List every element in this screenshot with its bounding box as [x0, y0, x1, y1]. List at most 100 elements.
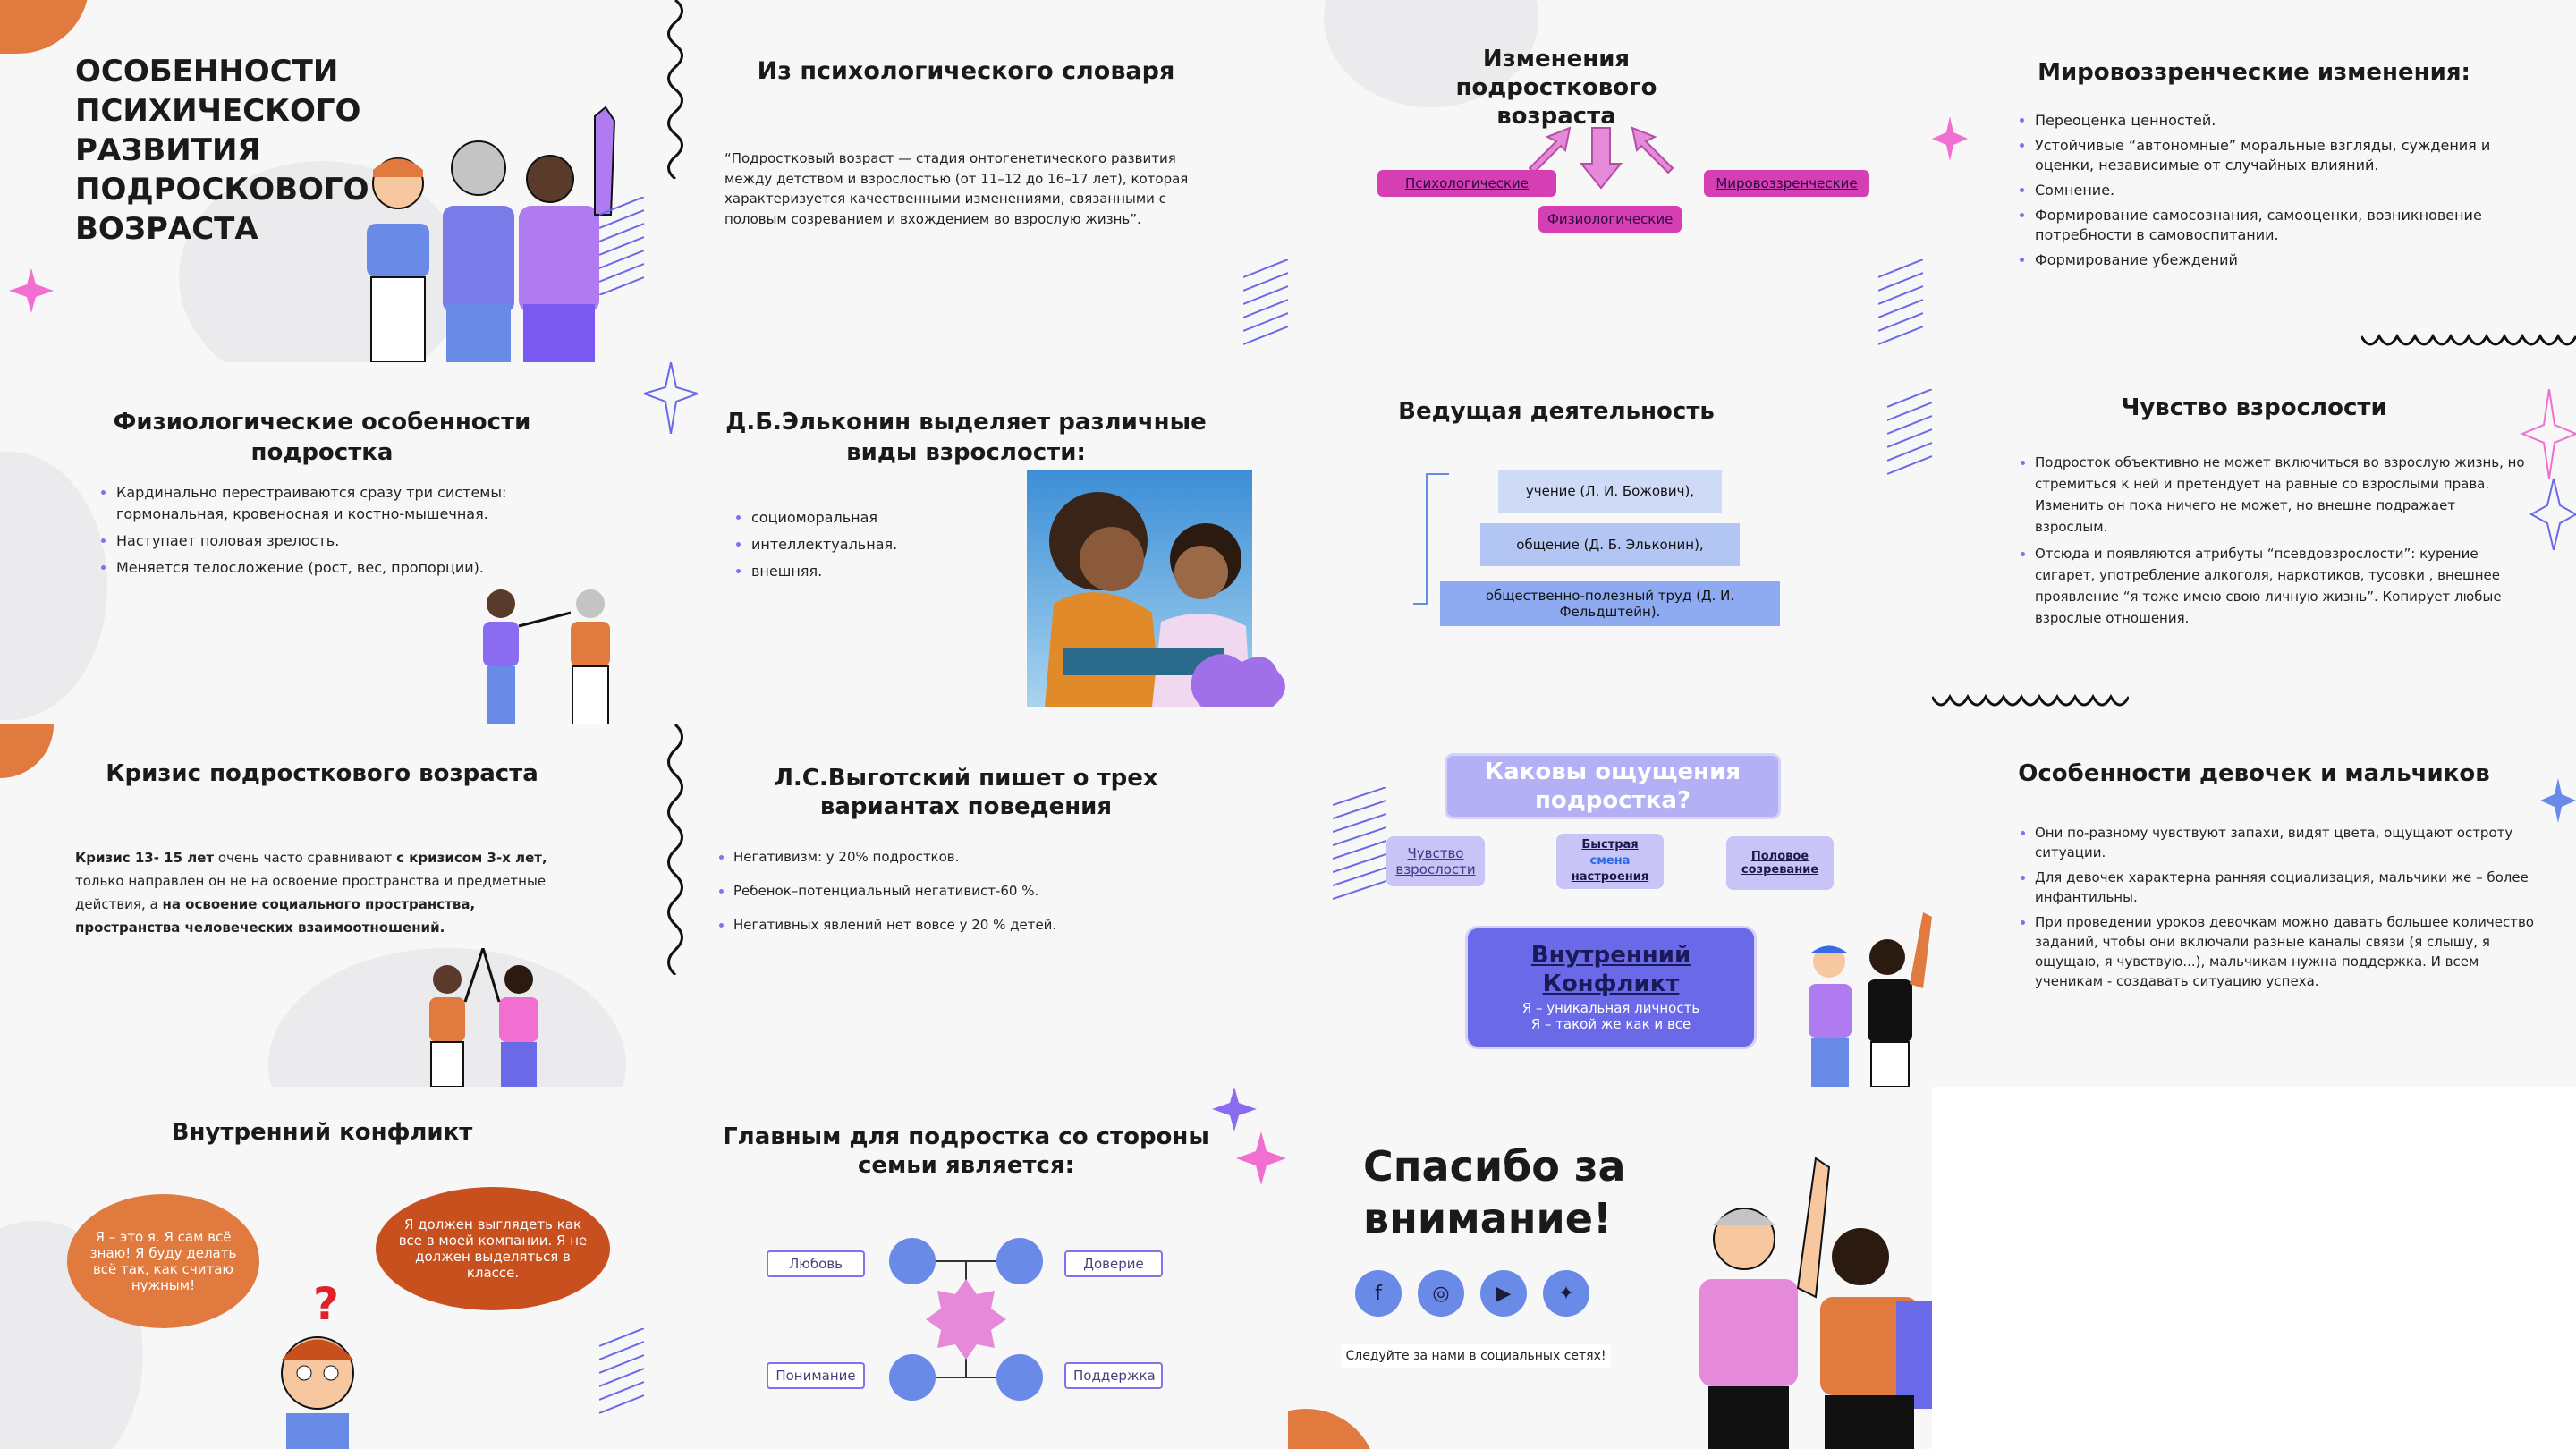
- list-item: интеллектуальная.: [751, 534, 948, 555]
- hatch-deco: [599, 197, 644, 295]
- title: Главным для подростка со стороны семьи я…: [723, 1123, 1209, 1179]
- text-segment: только направлен он не на освоение прост…: [75, 873, 547, 912]
- title: Л.С.Выготский пишет о трех вариантах пов…: [774, 765, 1158, 820]
- feeling-adulthood[interactable]: Чувство взрослости: [1386, 836, 1485, 886]
- slide-11[interactable]: Каковы ощущения подростка? Чувство взрос…: [1288, 724, 1932, 1087]
- girls-photo: [1027, 470, 1285, 707]
- slide-2[interactable]: Из психологического словаря “Подростковы…: [644, 0, 1288, 362]
- tag-psychological[interactable]: Психологические: [1377, 170, 1556, 197]
- family-diagram: [889, 1238, 1043, 1401]
- facebook-icon[interactable]: f: [1355, 1270, 1402, 1317]
- list-item: Для девочек характерна ранняя социализац…: [2035, 868, 2536, 907]
- tag-worldview[interactable]: Мировоззренческие: [1704, 170, 1869, 197]
- slide-9[interactable]: Кризис подросткового возраста Кризис 13-…: [0, 724, 644, 1087]
- list-item: При проведении уроков девочкам можно дав…: [2035, 912, 2536, 991]
- mood-word-1: Быстрая: [1581, 838, 1639, 852]
- star-deco: [1932, 116, 1968, 161]
- corner-blob: [1288, 1409, 1377, 1449]
- tag-trust: Доверие: [1064, 1250, 1163, 1277]
- youtube-icon[interactable]: ▶: [1480, 1270, 1527, 1317]
- list-item: внешняя.: [751, 561, 948, 582]
- slide-1[interactable]: ОСОБЕННОСТИ ПСИХИЧЕСКОГО РАЗВИТИЯ ПОДРОС…: [0, 0, 644, 362]
- corner-blob: [0, 724, 54, 778]
- hatch-deco: [1878, 259, 1923, 345]
- slide-10[interactable]: Л.С.Выготский пишет о трех вариантах пов…: [644, 724, 1288, 1087]
- mood-swings[interactable]: Быстрая смена настроения: [1556, 834, 1664, 889]
- title: Кризис подросткового возраста: [106, 760, 538, 787]
- list-item: Ребенок–потенциальный негативист-60 %.: [733, 880, 1234, 902]
- question-box: Каковы ощущения подростка?: [1445, 753, 1781, 819]
- list-item: Устойчивые “автономные” моральные взгляд…: [2035, 136, 2518, 175]
- hatch-deco: [1333, 787, 1386, 900]
- box-title: Внутренний Конфликт: [1530, 942, 1691, 997]
- list-item: Кардинально перестраиваются сразу три си…: [116, 482, 546, 525]
- level-2: общение (Д. Б. Эльконин),: [1480, 523, 1740, 566]
- slide-15[interactable]: Спасибо за внимание! f ◎ ▶ ✦ Следуйте за…: [1288, 1087, 1932, 1449]
- tag-physiological[interactable]: Физиологические: [1538, 206, 1682, 233]
- physiology-list: Кардинально перестраиваются сразу три си…: [98, 482, 546, 584]
- instagram-icon[interactable]: ◎: [1418, 1270, 1464, 1317]
- svg-text:?: ?: [313, 1278, 339, 1330]
- social-space: на освоение социального пространства, пр…: [75, 896, 476, 936]
- corner-blob: [0, 0, 89, 54]
- star-deco: [2540, 778, 2576, 823]
- wave-deco: [667, 0, 683, 179]
- list-item: Формирование самосознания, самооценки, в…: [2035, 206, 2518, 245]
- speech-bubble-left: Я – это я. Я сам всё знаю! Я буду делать…: [67, 1194, 259, 1328]
- crisis-text: Кризис 13- 15 лет очень часто сравнивают…: [75, 846, 576, 939]
- arrows-icon: [1528, 126, 1674, 190]
- slide-3[interactable]: Изменения подросткового возраста Психоло…: [1288, 0, 1932, 362]
- slide-8[interactable]: Чувство взрослости Подросток объективно …: [1932, 362, 2576, 724]
- title: Чувство взрослости: [2121, 394, 2387, 421]
- title: Ведущая деятельность: [1398, 398, 1715, 425]
- wave-deco: [667, 724, 683, 975]
- title: Особенности девочек и мальчиков: [2018, 760, 2490, 787]
- puberty[interactable]: Половое созревание: [1726, 836, 1834, 890]
- box-line-1: Я – уникальная личность: [1521, 1000, 1700, 1016]
- box-line-2: Я – такой же как и все: [1530, 1016, 1691, 1032]
- twitter-icon[interactable]: ✦: [1543, 1270, 1589, 1317]
- friends-illustration: [429, 948, 538, 1087]
- slide-4[interactable]: Мировоззренческие изменения: Переоценка …: [1932, 0, 2576, 362]
- slide-6[interactable]: Д.Б.Эльконин выделяет различные виды взр…: [644, 362, 1288, 724]
- hatch-deco: [599, 1328, 644, 1414]
- title: Д.Б.Эльконин выделяет различные виды взр…: [725, 409, 1207, 466]
- list-item: Наступает половая зрелость.: [116, 530, 546, 552]
- worldview-list: Переоценка ценностей. Устойчивые “автоно…: [2017, 111, 2518, 275]
- slide-7[interactable]: Ведущая деятельность учение (Л. И. Божов…: [1288, 362, 1932, 724]
- title: ОСОБЕННОСТИ ПСИХИЧЕСКОГО РАЗВИТИЯ ПОДРОС…: [75, 54, 369, 247]
- list-item: Подросток объективно не может включиться…: [2035, 452, 2527, 538]
- level-1: учение (Л. И. Божович),: [1498, 470, 1722, 513]
- list-item: Негативизм: у 20% подростков.: [733, 846, 1234, 868]
- star-deco: [9, 268, 54, 313]
- teens-illustration: [367, 106, 616, 362]
- hatch-deco: [1243, 259, 1288, 345]
- slide-5[interactable]: Физиологические особенности подростка Ка…: [0, 362, 644, 724]
- slide-12[interactable]: Особенности девочек и мальчиков Они по-р…: [1932, 724, 2576, 1087]
- level-3: общественно-полезный труд (Д. И. Фельдшт…: [1440, 581, 1780, 626]
- slide-13[interactable]: Внутренний конфликт Я – это я. Я сам всё…: [0, 1087, 644, 1449]
- adulthood-list: социоморальная интеллектуальная. внешняя…: [733, 507, 948, 588]
- tag-understanding: Понимание: [767, 1362, 865, 1389]
- crisis-3-years: с кризисом 3-х лет,: [396, 850, 547, 866]
- list-item: Негативных явлений нет вовсе у 20 % дете…: [733, 914, 1234, 936]
- mood-word-2: смена: [1589, 854, 1631, 868]
- title: Изменения подросткового возраста: [1455, 46, 1657, 130]
- mood-word-3: настроения: [1571, 870, 1649, 884]
- wave-deco: [2361, 333, 2576, 346]
- list-item: Переоценка ценностей.: [2035, 111, 2518, 131]
- title: Физиологические особенности подростка: [113, 409, 531, 466]
- speech-bubble-right: Я должен выглядеть как все в моей компан…: [376, 1187, 610, 1310]
- title: Мировоззренческие изменения:: [2038, 59, 2470, 86]
- bg-blob: [0, 452, 107, 720]
- list-item: социоморальная: [751, 507, 948, 529]
- slide-14[interactable]: Главным для подростка со стороны семьи я…: [644, 1087, 1288, 1449]
- list-item: Сомнение.: [2035, 181, 2518, 200]
- list-item: Они по-разному чувствуют запахи, видят ц…: [2035, 823, 2536, 862]
- inner-conflict-box[interactable]: Внутренний Конфликт Я – уникальная лично…: [1465, 926, 1757, 1049]
- tag-love: Любовь: [767, 1250, 865, 1277]
- wave-deco: [1932, 693, 2129, 707]
- hatch-deco: [1887, 389, 1932, 475]
- definition-text: “Подростковый возраст — стадия онтогенет…: [724, 150, 1189, 227]
- friends-illustration: [483, 589, 610, 724]
